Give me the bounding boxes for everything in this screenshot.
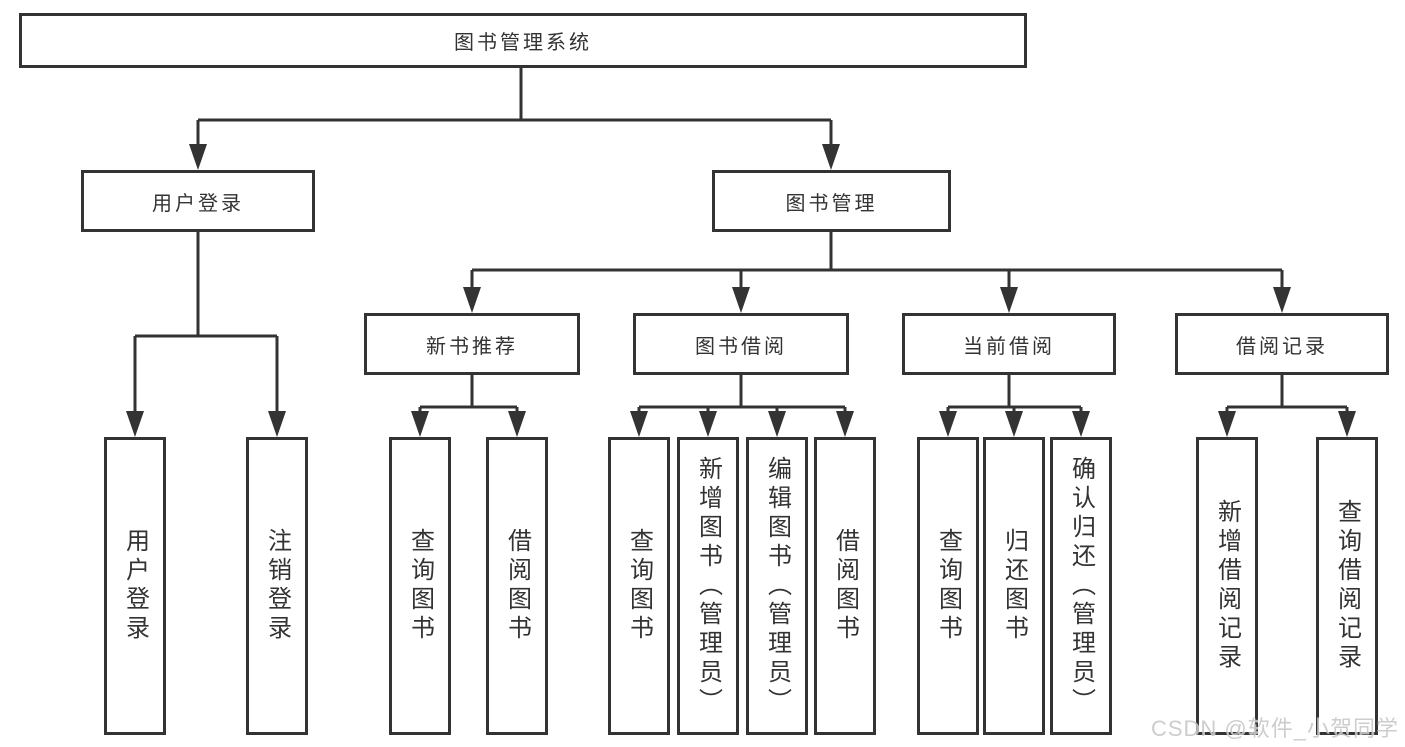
- leaf-borrow-books: 借阅图书: [814, 437, 876, 735]
- node-label: 图书管理系统: [454, 32, 592, 54]
- leaf-borrow-books-recommend: 借阅图书: [486, 437, 548, 735]
- leaf-query-books-current: 查询图书: [917, 437, 979, 735]
- node-current-borrow: 当前借阅: [902, 313, 1116, 375]
- arrowhead-down-icon: [189, 144, 207, 170]
- arrowhead-down-icon: [1000, 287, 1018, 313]
- wire: [1225, 375, 1349, 414]
- node-book-management: 图书管理: [712, 170, 951, 232]
- node-book-borrow: 图书借阅: [633, 313, 849, 375]
- wire: [946, 375, 1083, 414]
- node-system-root: 图书管理系统: [19, 13, 1027, 68]
- node-label: 确认归还（管理员）: [1067, 455, 1095, 717]
- wire: [470, 232, 1284, 292]
- arrowhead-down-icon: [836, 411, 854, 437]
- arrowhead-down-icon: [822, 144, 840, 170]
- node-label: 借阅记录: [1236, 335, 1328, 358]
- leaf-logout: 注销登录: [246, 437, 308, 735]
- leaf-add-borrow-record: 新增借阅记录: [1196, 437, 1258, 735]
- arrowhead-down-icon: [1218, 411, 1236, 437]
- node-label: 编辑图书（管理员）: [763, 455, 791, 717]
- leaf-confirm-return-admin: 确认归还（管理员）: [1050, 437, 1112, 735]
- node-label: 用户登录: [152, 192, 244, 215]
- connector-user-login-to-leaves: [126, 232, 286, 437]
- node-label: 查询图书: [625, 528, 653, 644]
- arrowhead-down-icon: [1005, 411, 1023, 437]
- node-label: 查询借阅记录: [1333, 499, 1361, 673]
- node-label: 借阅图书: [503, 528, 531, 644]
- node-borrow-records: 借阅记录: [1175, 313, 1389, 375]
- arrowhead-down-icon: [768, 411, 786, 437]
- leaf-query-books-borrow: 查询图书: [608, 437, 670, 735]
- node-label: 查询图书: [934, 528, 962, 644]
- node-label: 新增图书（管理员）: [694, 455, 722, 717]
- arrowhead-down-icon: [1072, 411, 1090, 437]
- leaf-user-login: 用户登录: [104, 437, 166, 735]
- node-label: 借阅图书: [831, 528, 859, 644]
- node-label: 用户登录: [121, 528, 149, 644]
- node-user-login: 用户登录: [81, 170, 315, 232]
- arrowhead-down-icon: [508, 411, 526, 437]
- leaf-add-book-admin: 新增图书（管理员）: [677, 437, 739, 735]
- arrowhead-down-icon: [939, 411, 957, 437]
- arrowhead-down-icon: [268, 411, 286, 437]
- connector-new-book-recommend-to-leaves: [411, 375, 526, 437]
- node-new-book-recommend: 新书推荐: [364, 313, 580, 375]
- csdn-watermark: CSDN @软件_小贺同学: [1150, 716, 1399, 741]
- arrowhead-down-icon: [1338, 411, 1356, 437]
- node-label: 注销登录: [263, 528, 291, 644]
- arrowhead-down-icon: [732, 287, 750, 313]
- wire: [196, 68, 833, 148]
- node-label: 图书借阅: [695, 335, 787, 358]
- arrowhead-down-icon: [126, 411, 144, 437]
- node-label: 新增借阅记录: [1213, 499, 1241, 673]
- arrowhead-down-icon: [699, 411, 717, 437]
- connector-borrow-records-to-leaves: [1218, 375, 1356, 437]
- connector-book-management-to-level3: [463, 232, 1291, 313]
- node-label: 图书管理: [785, 192, 878, 215]
- node-label: 归还图书: [1000, 528, 1028, 644]
- leaf-query-books-recommend: 查询图书: [389, 437, 451, 735]
- arrowhead-down-icon: [463, 287, 481, 313]
- wire: [418, 375, 519, 414]
- connector-book-borrow-to-leaves: [630, 375, 854, 437]
- arrowhead-down-icon: [411, 411, 429, 437]
- arrowhead-down-icon: [630, 411, 648, 437]
- leaf-return-book: 归还图书: [983, 437, 1045, 735]
- wire: [637, 375, 847, 414]
- leaf-edit-book-admin: 编辑图书（管理员）: [746, 437, 808, 735]
- arrowhead-down-icon: [1273, 287, 1291, 313]
- node-label: 查询图书: [406, 528, 434, 644]
- node-label: 新书推荐: [426, 335, 518, 358]
- connector-root-to-level2: [189, 68, 840, 170]
- node-label: 当前借阅: [963, 335, 1055, 358]
- wire: [133, 232, 279, 414]
- connector-current-borrow-to-leaves: [939, 375, 1090, 437]
- leaf-query-borrow-record: 查询借阅记录: [1316, 437, 1378, 735]
